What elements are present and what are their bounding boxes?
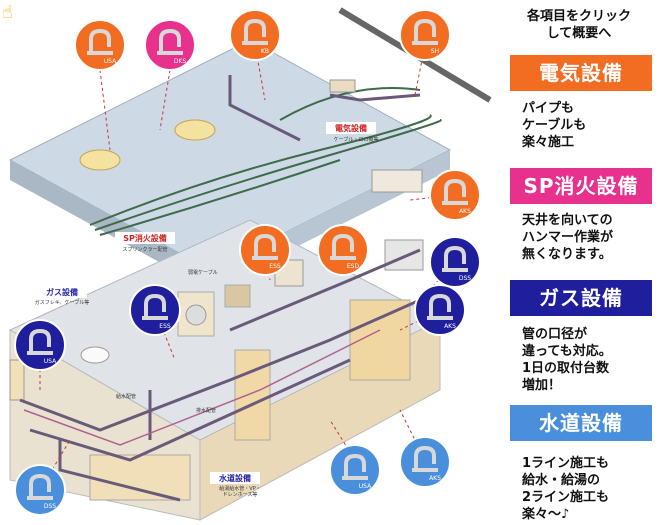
product-code-label: USA <box>44 358 57 365</box>
product-code-label: ESS <box>269 263 281 270</box>
product-dss-button[interactable]: DSS <box>429 236 481 288</box>
pipe-clip-icon <box>342 453 368 480</box>
product-code-label: ESD <box>347 263 360 270</box>
product-aks-button[interactable]: AKS <box>414 284 466 336</box>
electric-sub-label: ケーブル・ロロ機等 <box>334 136 379 143</box>
electric-description: パイプも ケーブルも 楽々施工 <box>522 101 587 150</box>
category-sidebar: 各項目をクリック して概要へ 電気設備 パイプも ケーブルも 楽々施工 SP消火… <box>500 0 660 525</box>
pipe-clip-icon <box>252 233 278 260</box>
pipe-clip-icon <box>442 245 468 272</box>
product-code-label: KB <box>261 48 269 55</box>
ceiling-light <box>79 149 121 171</box>
product-esd-button[interactable]: ESD <box>317 224 369 276</box>
pipe-clip-icon <box>330 233 356 260</box>
product-dss-button[interactable]: DSS <box>14 464 66 516</box>
product-usa-button[interactable]: USA <box>14 319 66 371</box>
product-usa-button[interactable]: USA <box>74 19 126 71</box>
pointer-hand-icon: ☝ <box>2 2 13 23</box>
pipe-clip-icon <box>142 293 168 320</box>
product-code-label: ESS <box>159 323 171 330</box>
product-aks-button[interactable]: AKS <box>429 169 481 221</box>
product-kb-button[interactable]: KB <box>229 9 281 61</box>
gas-category-button[interactable]: ガス設備 <box>510 280 652 316</box>
product-code-label: SH <box>431 48 439 55</box>
sp-label: SP消火設備 <box>123 233 167 243</box>
product-code-label: DKS <box>174 58 187 65</box>
product-ess-button[interactable]: ESS <box>129 284 181 336</box>
product-code-label: AKS <box>444 323 456 330</box>
product-ess-button[interactable]: ESS <box>239 224 291 276</box>
electric-label: 電気設備 <box>335 123 367 133</box>
pipe-clip-icon <box>412 18 438 45</box>
pipe-clip-icon <box>412 445 438 472</box>
pipe-clip-icon <box>157 28 183 55</box>
pipe-clip-icon <box>442 178 468 205</box>
product-code-label: AKS <box>459 208 471 215</box>
gas-sub-label: ガスフレキ、ケーブル等 <box>35 299 90 306</box>
product-code-label: DSS <box>44 503 56 510</box>
product-aks-button[interactable]: AKS <box>399 436 451 488</box>
intro-text: 各項目をクリック して概要へ <box>526 9 631 41</box>
water-description: 1ライン施工も 給水・給湯の 2ライン施工も 楽々～♪ <box>522 456 610 522</box>
supply-pipe-label: 給水配管 <box>116 393 136 400</box>
gas-label: ガス設備 <box>46 287 78 297</box>
product-usa-button[interactable]: USA <box>329 444 381 496</box>
pipe-clip-icon <box>27 473 53 500</box>
pipe-clip-icon <box>427 293 453 320</box>
product-code-label: USA <box>359 483 372 490</box>
drain-pipe-label: 排水配管 <box>196 407 216 414</box>
ceiling-light <box>174 119 216 141</box>
pipe-clip-icon <box>242 18 268 45</box>
product-code-label: DSS <box>459 275 471 282</box>
water-sub-label: 給湯給水管・VP・ドレンホース等 <box>219 485 260 498</box>
product-code-label: USA <box>104 58 117 65</box>
sp-sub-label: スプリンクラー配管 <box>122 246 167 253</box>
gas-description: 管の口径が 違っても対応。 1日の取付台数 増加！ <box>522 327 612 393</box>
installation-diagram: 電気設備 ケーブル・ロロ機等 SP消火設備 スプリンクラー配管 ガス設備 ガスフ… <box>8 7 492 521</box>
product-dks-button[interactable]: DKS <box>144 19 196 71</box>
pipe-clip-icon <box>27 328 53 355</box>
water-label: 水道設備 <box>218 473 251 483</box>
electric-category-button[interactable]: 電気設備 <box>510 55 652 91</box>
product-sh-button[interactable]: SH <box>399 9 451 61</box>
weak-cable-label: 弱電ケーブル <box>188 269 218 276</box>
pipe-clip-icon <box>87 28 113 55</box>
sp-fire-description: 天井を向いての ハンマー作業が 無くなります。 <box>522 213 614 262</box>
product-code-label: AKS <box>429 475 441 482</box>
sp-fire-category-button[interactable]: SP消火設備 <box>510 168 652 204</box>
water-category-button[interactable]: 水道設備 <box>510 405 652 441</box>
